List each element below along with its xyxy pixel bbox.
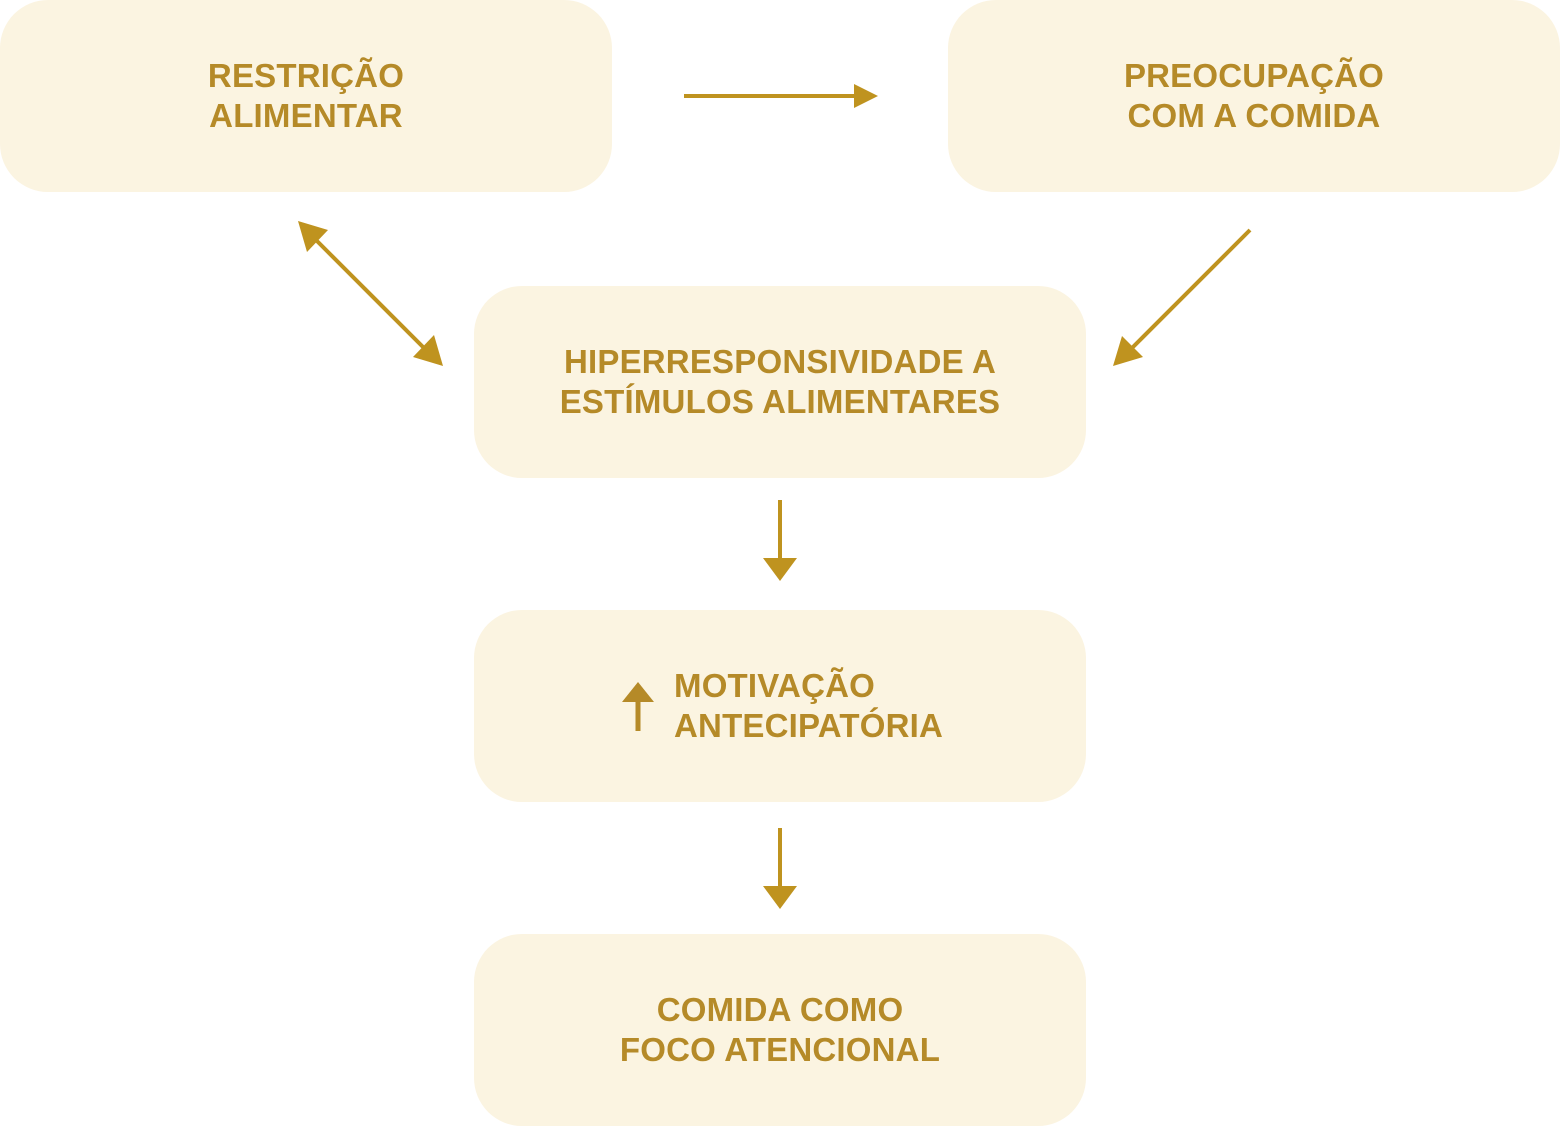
node-label-line: ALIMENTAR [209,97,403,134]
node-label-line: MOTIVAÇÃO [674,667,876,704]
node-label-line: HIPERRESPONSIVIDADE A [563,343,997,380]
node-label-line: RESTRIÇÃO [207,57,405,94]
edge-motivacao-to-comida [763,828,797,909]
node-motivacao-antecipatoria: MOTIVAÇÃO ANTECIPATÓRIA [474,610,1086,802]
node-restricao-alimentar: RESTRIÇÃO ALIMENTAR [0,0,612,192]
node-label: MOTIVAÇÃO ANTECIPATÓRIA [674,666,943,746]
edge-hiperresponsividade-to-motivacao [763,500,797,581]
edge-preocupacao-to-hiperresponsividade [1113,228,1252,366]
node-label-line: COMIDA COMO [656,991,904,1028]
edge-restricao-hiperresponsividade-bidirectional [298,221,443,366]
node-label: HIPERRESPONSIVIDADE A ESTÍMULOS ALIMENTA… [560,342,1001,422]
node-hiperresponsividade: HIPERRESPONSIVIDADE A ESTÍMULOS ALIMENTA… [474,286,1086,478]
node-label-line: ESTÍMULOS ALIMENTARES [559,383,1001,420]
edge-restricao-to-preocupacao [684,84,878,108]
node-label-line: ANTECIPATÓRIA [674,707,944,744]
node-label-line: COM A COMIDA [1127,97,1381,134]
node-label: PREOCUPAÇÃO COM A COMIDA [1124,56,1384,136]
node-label-line: FOCO ATENCIONAL [619,1031,941,1068]
node-preocupacao-com-a-comida: PREOCUPAÇÃO COM A COMIDA [948,0,1560,192]
node-label: COMIDA COMO FOCO ATENCIONAL [620,990,940,1070]
node-comida-como-foco-atencional: COMIDA COMO FOCO ATENCIONAL [474,934,1086,1126]
node-label-line: PREOCUPAÇÃO [1123,57,1385,94]
node-label: RESTRIÇÃO ALIMENTAR [208,56,404,136]
up-arrow-icon [622,682,654,731]
